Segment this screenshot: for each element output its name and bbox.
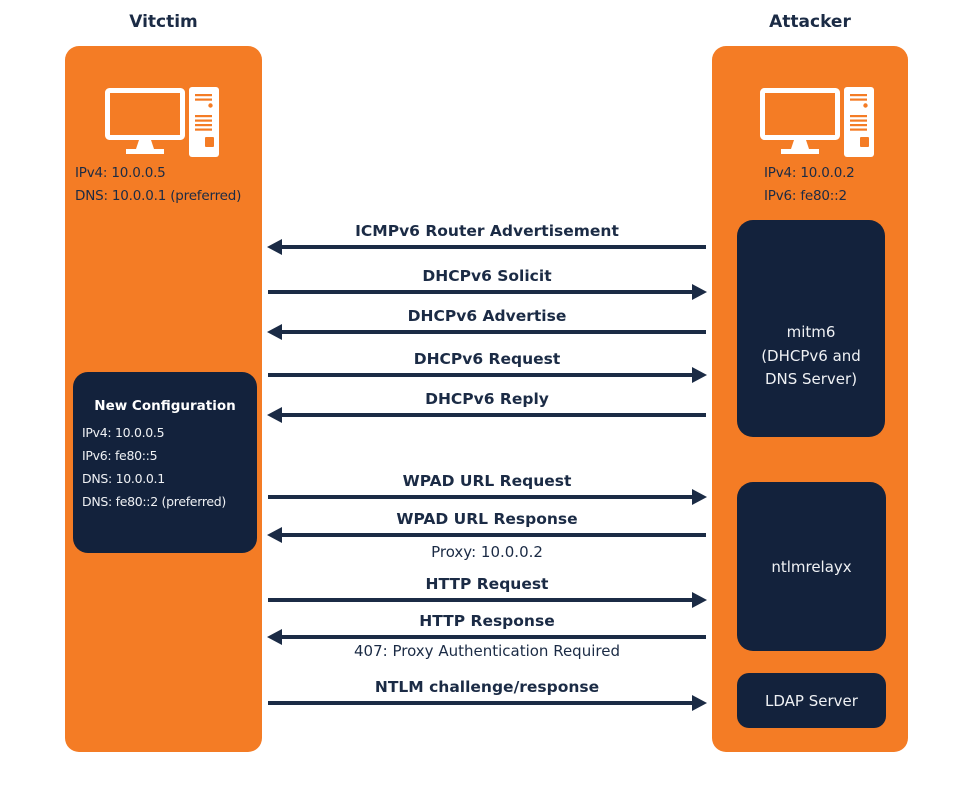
ldap-server-box: LDAP Server [737, 673, 886, 728]
message-sublabel-407: 407: Proxy Authentication Required [354, 642, 620, 660]
message-label-icmpv6-router-advertisement: ICMPv6 Router Advertisement [355, 222, 619, 240]
arrow-left-icon [267, 324, 707, 340]
message-label-http-response: HTTP Response [419, 612, 555, 630]
arrowhead-icon [267, 527, 282, 543]
arrowhead-icon [267, 324, 282, 340]
arrow-shaft [278, 412, 706, 418]
attacker-ipv4-line: IPv4: 10.0.0.2 [764, 165, 855, 181]
attacker-title: Attacker [769, 12, 851, 32]
message-label-dhcpv6-advertise: DHCPv6 Advertise [407, 307, 567, 325]
arrowhead-icon [692, 489, 707, 505]
arrow-right-icon [267, 489, 707, 505]
config-ipv6-line: IPv6: fe80::5 [82, 448, 158, 463]
arrow-shaft [268, 700, 696, 706]
arrowhead-icon [267, 239, 282, 255]
arrow-shaft [278, 634, 706, 640]
arrowhead-icon [692, 695, 707, 711]
arrow-left-icon [267, 239, 707, 255]
arrow-shaft [268, 372, 696, 378]
arrow-left-icon [267, 629, 707, 645]
new-configuration-title: New Configuration [94, 398, 236, 414]
victim-dns-line: DNS: 10.0.0.1 (preferred) [75, 188, 242, 204]
config-dns2-line: DNS: fe80::2 (preferred) [82, 494, 226, 509]
attacker-ipv6-line: IPv6: fe80::2 [764, 188, 847, 204]
mitm6-label-line: DNS Server) [764, 370, 858, 388]
desktop-computer-icon [105, 87, 219, 157]
arrowhead-icon [267, 407, 282, 423]
victim-ip-info: IPv4: 10.0.0.5 DNS: 10.0.0.1 (preferred) [75, 162, 241, 208]
mitm6-label-line: (DHCPv6 and [761, 346, 861, 365]
attacker-ip-info: IPv4: 10.0.0.2 IPv6: fe80::2 [764, 162, 855, 208]
message-label-ntlm-challenge-response: NTLM challenge/response [374, 678, 600, 696]
message-label-wpad-url-request: WPAD URL Request [402, 472, 572, 490]
message-sublabel-proxy: Proxy: 10.0.0.2 [431, 543, 543, 561]
arrowhead-icon [692, 592, 707, 608]
config-ipv4-line: IPv4: 10.0.0.5 [82, 425, 165, 440]
arrow-shaft [268, 494, 696, 500]
ntlmrelayx-label: ntlmrelayx [771, 557, 852, 576]
arrow-right-icon [267, 367, 707, 383]
arrow-shaft [278, 532, 706, 538]
config-dns1-line: DNS: 10.0.0.1 [82, 471, 165, 486]
arrow-left-icon [267, 527, 707, 543]
arrow-shaft [268, 597, 696, 603]
message-label-dhcpv6-request: DHCPv6 Request [413, 350, 561, 368]
message-label-wpad-url-response: WPAD URL Response [396, 510, 578, 528]
mitm6-label-line: mitm6 [786, 323, 836, 341]
arrow-right-icon [267, 592, 707, 608]
ldap-server-label: LDAP Server [765, 691, 858, 710]
ntlmrelayx-box: ntlmrelayx [737, 482, 886, 651]
arrowhead-icon [267, 629, 282, 645]
desktop-computer-icon [760, 87, 874, 157]
arrow-shaft [278, 329, 706, 335]
message-label-http-request: HTTP Request [425, 575, 549, 593]
arrowhead-icon [692, 367, 707, 383]
arrow-left-icon [267, 407, 707, 423]
victim-ipv4-line: IPv4: 10.0.0.5 [75, 165, 166, 181]
arrow-shaft [268, 289, 696, 295]
mitm6-server-box: mitm6 (DHCPv6 and DNS Server) [737, 220, 885, 437]
new-configuration-box: New Configuration IPv4: 10.0.0.5 IPv6: f… [73, 372, 257, 553]
victim-title: Vitctim [129, 12, 198, 32]
message-label-dhcpv6-reply: DHCPv6 Reply [425, 390, 549, 408]
arrow-right-icon [267, 695, 707, 711]
arrowhead-icon [692, 284, 707, 300]
arrow-right-icon [267, 284, 707, 300]
message-label-dhcpv6-solicit: DHCPv6 Solicit [422, 267, 552, 285]
arrow-shaft [278, 244, 706, 250]
